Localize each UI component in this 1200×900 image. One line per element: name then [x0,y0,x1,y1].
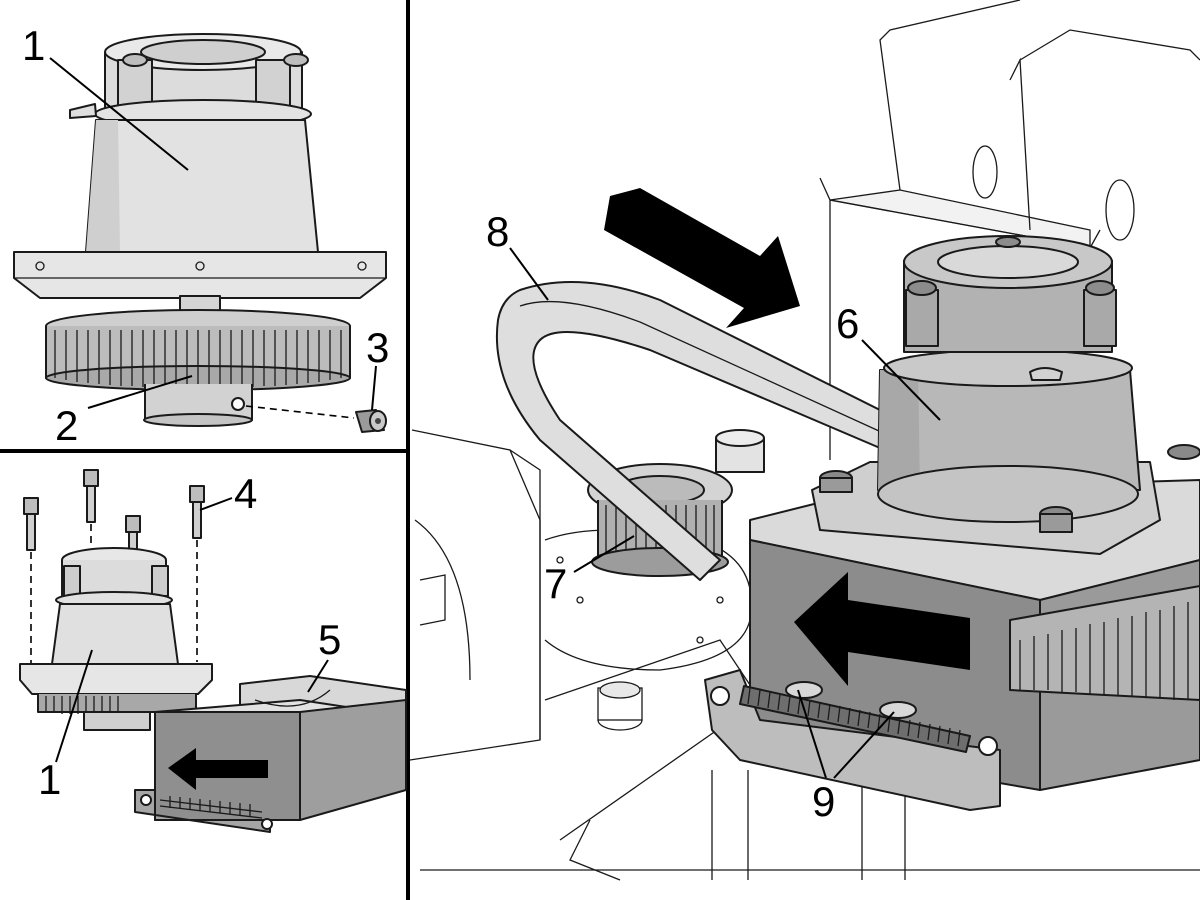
direction-arrow-icon [794,572,970,686]
leader-line [55,649,93,763]
callout-1-secondary: 1 [38,756,61,803]
leader-line [199,497,233,511]
leader-line [797,689,827,779]
leader-line [573,535,635,573]
callout-1: 1 [22,22,45,69]
callout-4: 4 [234,470,257,517]
leader-line [87,375,193,409]
callout-7: 7 [544,560,567,607]
callout-9: 9 [812,778,835,825]
motor-assembly [13,33,387,427]
screw-path-line [245,405,355,419]
motor-assembly-small [19,547,213,731]
callout-8: 8 [486,208,509,255]
panel-top-left: 1 2 3 [13,22,389,449]
panel-bottom-left: 4 5 1 [19,469,407,833]
set-screw [355,409,387,433]
leader-line [833,711,895,779]
callout-5: 5 [318,616,341,663]
direction-arrow-icon [604,188,800,328]
direction-arrow-icon [168,748,268,790]
motor-assembly-installed [811,235,1200,555]
drive-belt [495,281,901,581]
leader-line [371,365,377,411]
leader-line [307,659,329,693]
leader-line [509,247,549,301]
callout-3: 3 [366,324,389,371]
frame-structure [409,0,1200,881]
leader-line [49,57,189,171]
panel-right: 8 6 7 9 [409,0,1200,881]
drive-gear [45,309,351,391]
leader-line [861,339,941,421]
callout-6: 6 [836,300,859,347]
callout-2: 2 [55,402,78,449]
tension-spring [739,681,971,753]
